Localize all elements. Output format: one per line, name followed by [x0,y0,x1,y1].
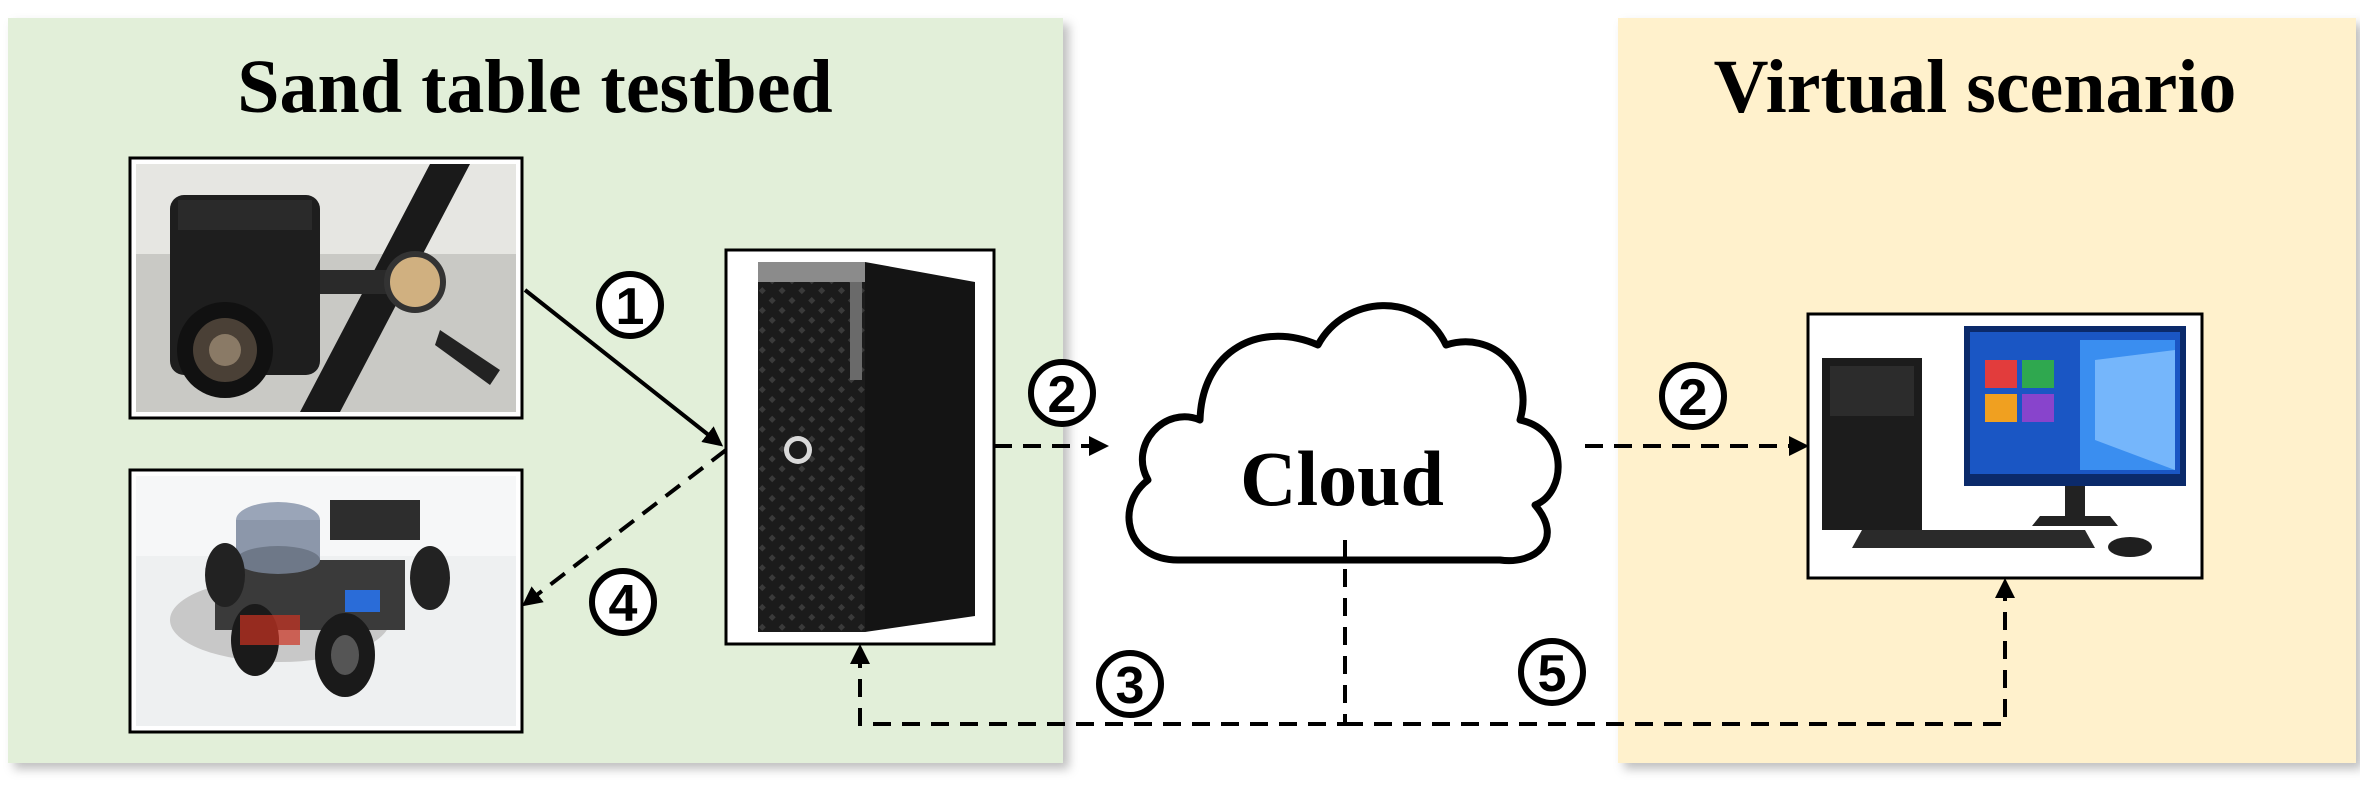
cloud-label: Cloud [1240,435,1444,522]
left-panel-title: Sand table testbed [237,45,832,129]
step-marker-4: 4 [589,568,657,636]
step-number-2-left: 2 [1048,366,1077,424]
step-number-4: 4 [609,575,638,633]
arrow-4-server-to-car [521,448,728,607]
step-marker-2-left: 2 [1028,359,1096,427]
step-number-3: 3 [1116,657,1145,715]
robot-car-photo [128,468,524,734]
step-marker-1: 1 [596,271,664,339]
cloud-shape [1125,302,1562,565]
step-number-5: 5 [1538,645,1567,703]
workstation-photo [724,248,996,646]
desktop-pc-photo [1806,312,2204,580]
step-number-2-right: 2 [1679,369,1708,427]
right-panel-title: Virtual scenario [1714,45,2237,129]
camera-photo [128,156,524,420]
arrow-1-camera-to-server [523,288,724,447]
step-number-1: 1 [616,278,645,336]
arrow-3-cloud-to-server [850,540,1347,726]
step-marker-2-right: 2 [1659,362,1727,430]
step-marker-3: 3 [1096,650,1164,718]
step-marker-5: 5 [1518,638,1586,706]
arrow-5-cloud-to-pc [1345,578,2015,726]
